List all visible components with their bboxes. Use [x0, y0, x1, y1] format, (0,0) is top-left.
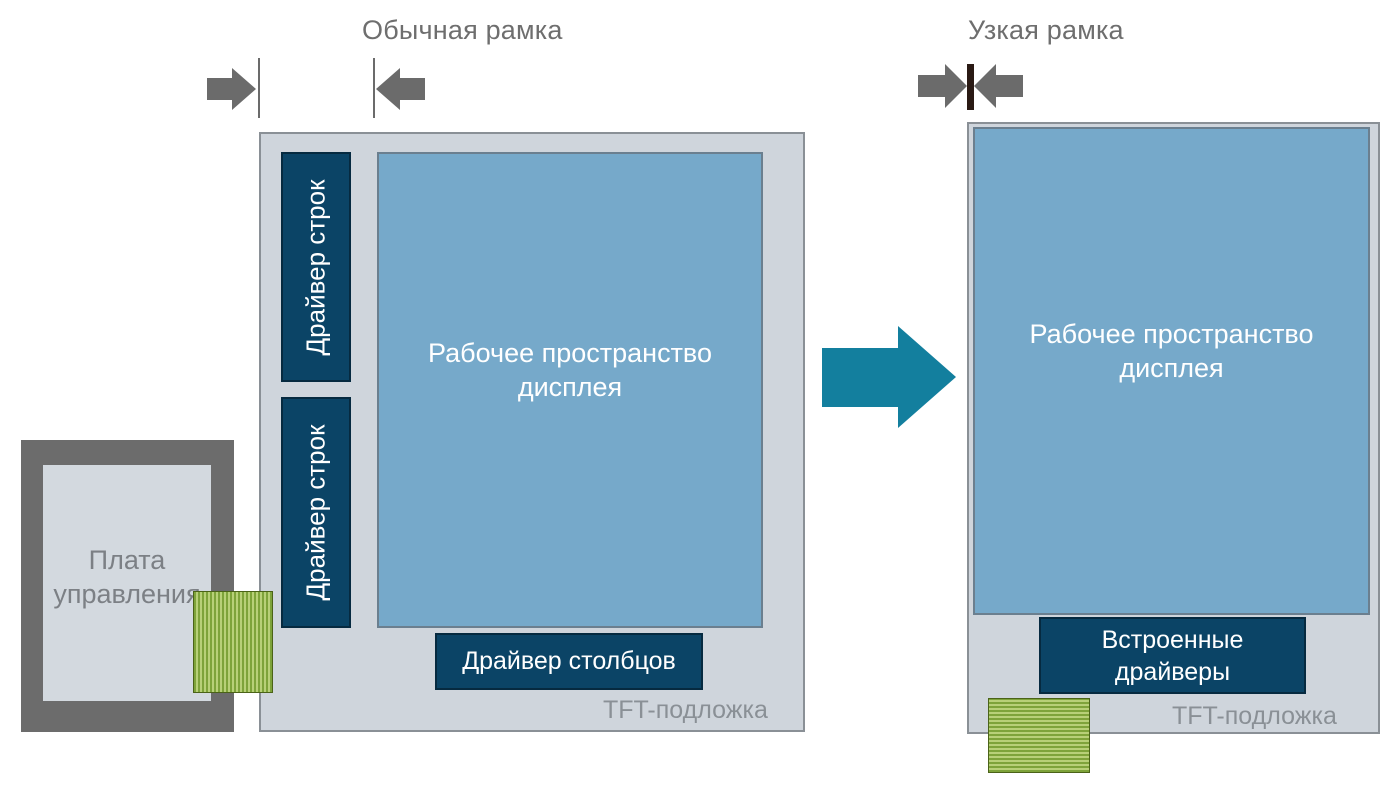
- control-board-label: Плата управления: [53, 545, 201, 609]
- flex-connector-right: [988, 698, 1090, 773]
- big-arrow-right-icon: [822, 326, 956, 428]
- embedded-drivers: Встроенные драйверы: [1039, 617, 1306, 694]
- normal-frame-label: Обычная рамка: [362, 15, 563, 45]
- display-work-area-right: Рабочее пространство дисплея: [973, 127, 1370, 615]
- work-area-label-left: Рабочее пространство дисплея: [427, 338, 712, 402]
- display-work-area-left: Рабочее пространство дисплея: [377, 152, 763, 628]
- row-driver-top-label: Драйвер строк: [300, 179, 331, 355]
- tft-substrate-left-label: TFT-подложка: [603, 696, 768, 724]
- column-driver-label: Драйвер столбцов: [462, 647, 676, 675]
- control-board-inner: Плата управления: [43, 465, 211, 701]
- arrow-right-icon: [207, 68, 256, 110]
- work-area-label-right: Рабочее пространство дисплея: [1029, 319, 1314, 383]
- control-board: Плата управления: [21, 440, 234, 732]
- row-driver-top: Драйвер строк: [281, 152, 351, 382]
- column-driver: Драйвер столбцов: [435, 633, 703, 690]
- narrow-frame-bar: [967, 64, 974, 110]
- arrow-right-icon: [918, 64, 967, 108]
- tft-substrate-right-label: TFT-подложка: [1172, 702, 1337, 730]
- arrow-left-icon: [974, 64, 1023, 108]
- arrow-left-icon: [376, 68, 425, 110]
- flex-connector-left: [193, 591, 273, 693]
- row-driver-bottom-label: Драйвер строк: [300, 424, 331, 601]
- row-driver-bottom: Драйвер строк: [281, 397, 351, 628]
- narrow-frame-label: Узкая рамка: [968, 15, 1124, 45]
- embedded-drivers-label: Встроенные драйверы: [1101, 625, 1244, 686]
